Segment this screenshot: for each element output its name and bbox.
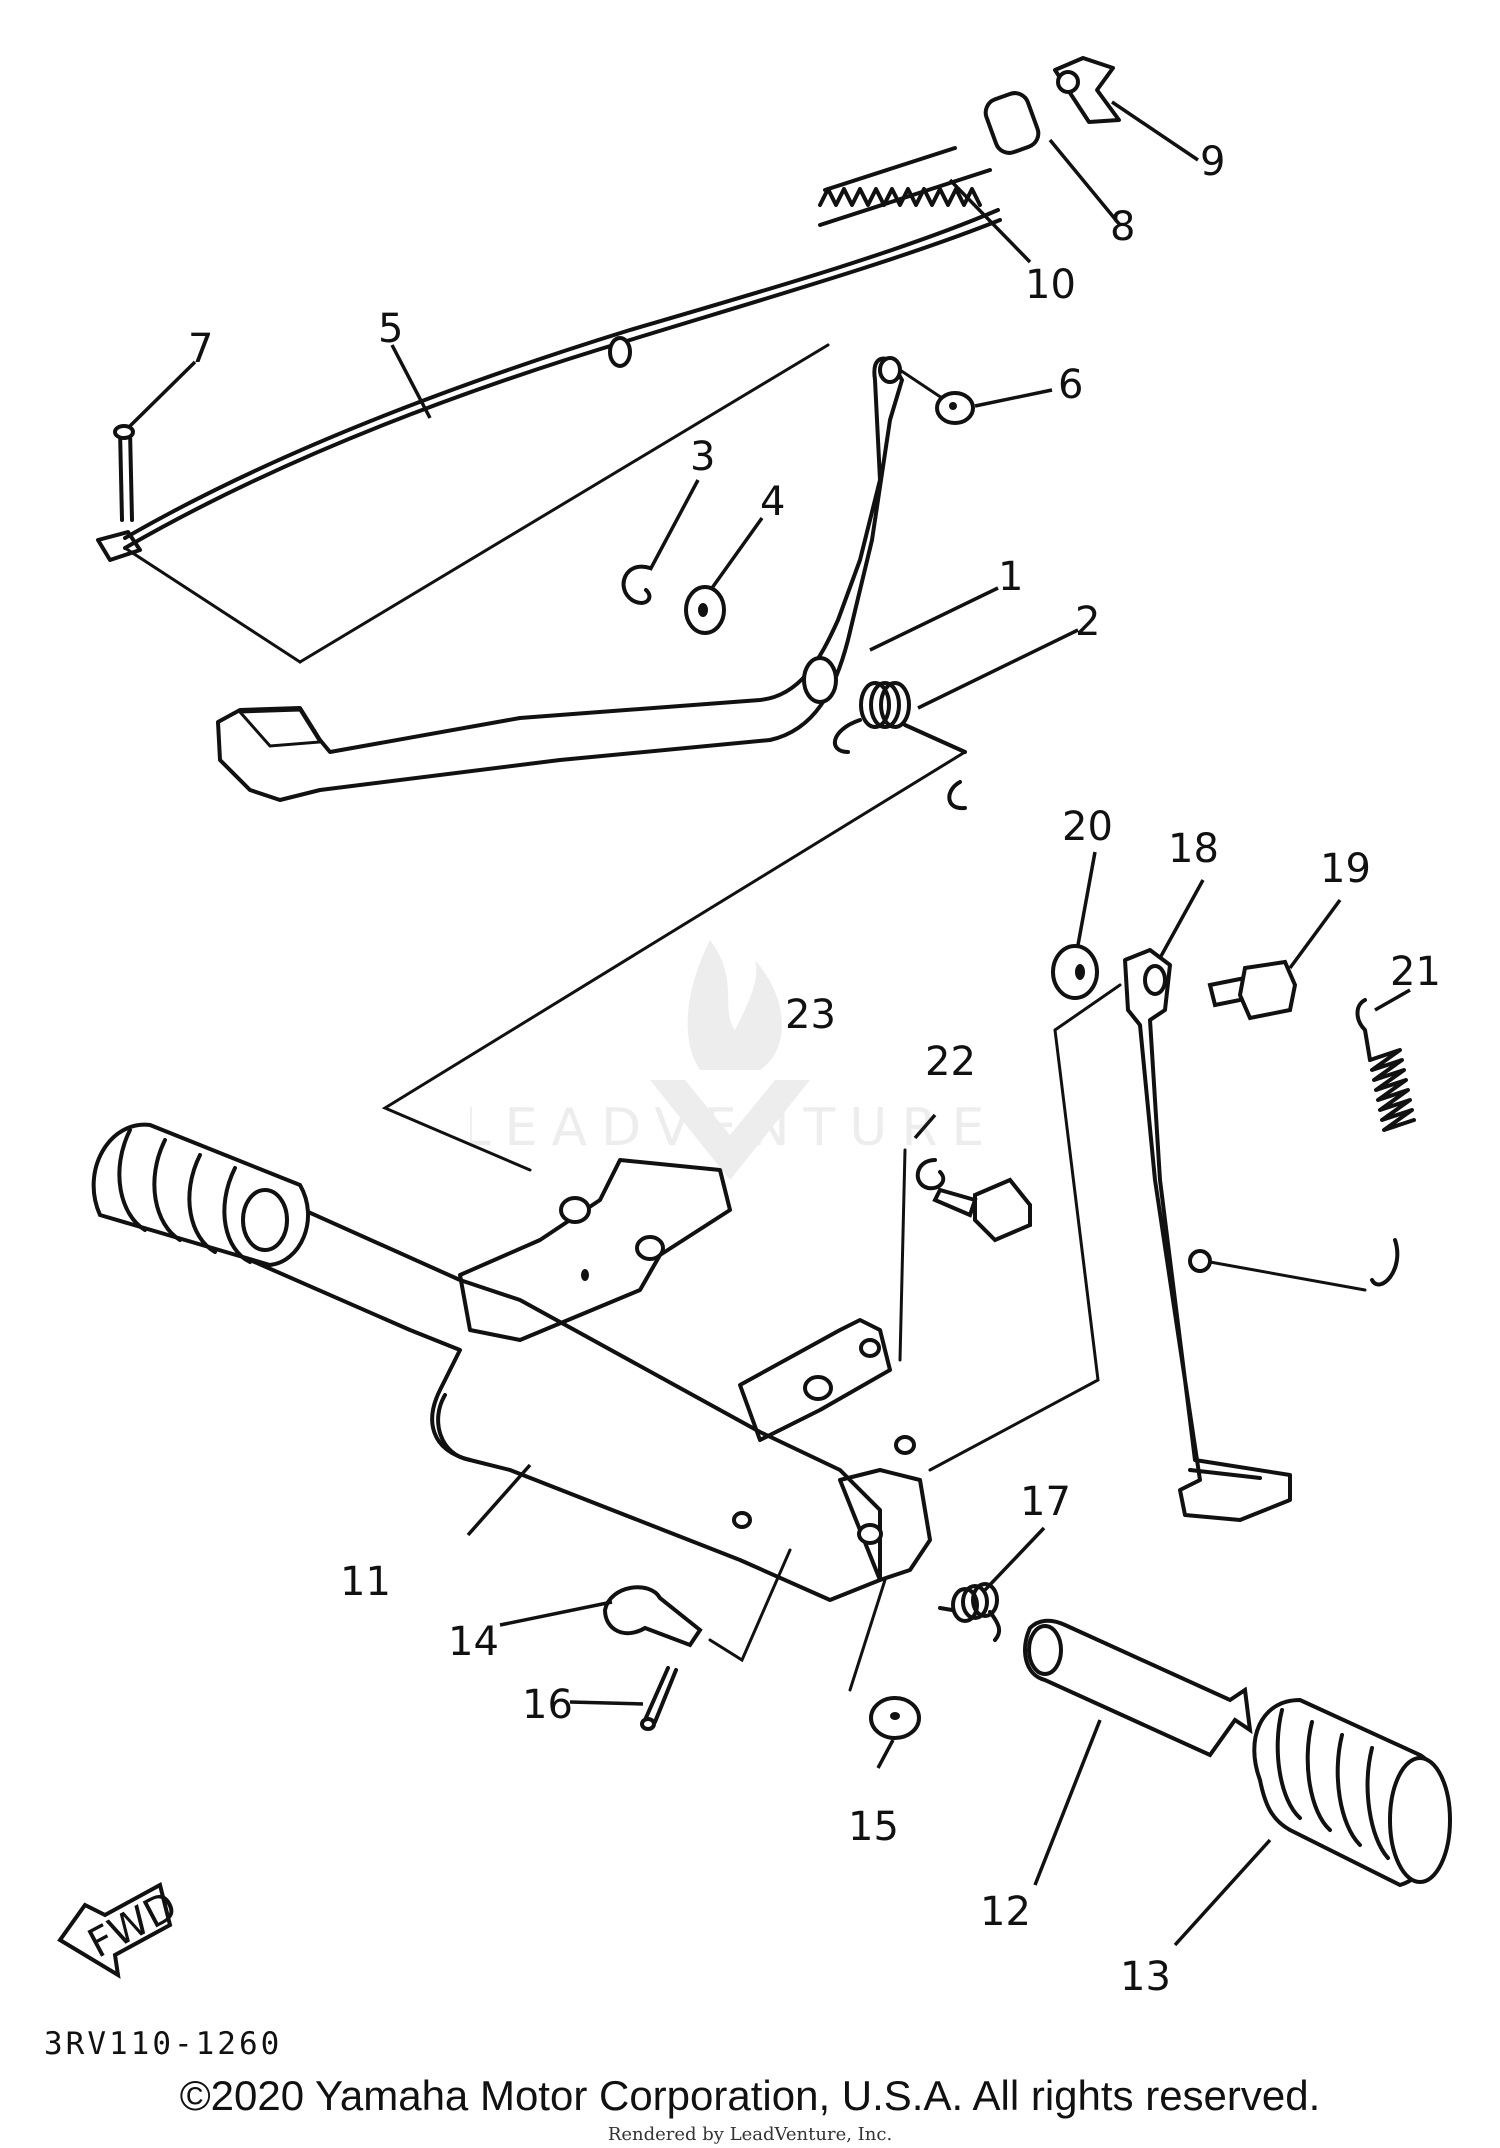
callout-labels: 1 2 3 4 5 6 7 8 9 10 11 12 13 14 15 16 1… xyxy=(188,139,1441,2000)
part-21-stand-spring xyxy=(1355,998,1416,1287)
part-5-brake-rod xyxy=(96,208,1002,562)
callout-10: 10 xyxy=(1025,262,1076,308)
copyright-notice: ©2020 Yamaha Motor Corporation, U.S.A. A… xyxy=(179,2072,1321,2119)
part-17-spring xyxy=(938,1582,1002,1642)
part-13-footrest-rubber xyxy=(1252,1697,1452,1888)
assembly-line-14 xyxy=(708,1548,792,1663)
flame-logo-icon xyxy=(687,940,782,1070)
part-18-sidestand xyxy=(1123,948,1292,1522)
callout-15: 15 xyxy=(848,1804,899,1850)
leadventure-watermark: LEADVENTURE xyxy=(470,940,990,1180)
assembly-line-rod-pedal xyxy=(123,546,302,664)
callout-16: 16 xyxy=(522,1682,573,1728)
exploded-parts-diagram: FWD 1 xyxy=(57,56,1452,2000)
part-12-footrest-tube xyxy=(1023,1618,1253,1758)
fwd-arrow-icon: FWD xyxy=(57,1882,185,1979)
callout-4: 4 xyxy=(760,479,785,525)
watermark-text: LEADVENTURE xyxy=(470,1098,990,1158)
assembly-line-pin-6 xyxy=(898,368,947,402)
part-22-bolt xyxy=(932,1177,1032,1243)
assembly-line-18-top xyxy=(1053,983,1122,1032)
callout-6: 6 xyxy=(1058,362,1083,408)
callout-20: 20 xyxy=(1062,804,1113,850)
callout-23: 23 xyxy=(785,992,836,1038)
assembly-line-23 xyxy=(381,750,967,1172)
part-4-washer xyxy=(684,585,726,635)
part-20-collar xyxy=(1051,944,1099,1000)
part-16-cotter-pin xyxy=(640,1666,678,1731)
callout-19: 19 xyxy=(1320,846,1371,892)
leader-lines xyxy=(126,100,1411,1947)
part-9-wing-nut xyxy=(1053,56,1121,124)
callout-12: 12 xyxy=(980,1889,1031,1935)
assembly-line-15 xyxy=(848,1578,887,1692)
callout-13: 13 xyxy=(1120,1954,1171,2000)
left-footrest-rubber xyxy=(91,1122,311,1268)
callout-17: 17 xyxy=(1020,1479,1071,1525)
callout-22: 22 xyxy=(925,1039,976,1085)
part-8-joint xyxy=(983,91,1041,155)
callout-7: 7 xyxy=(188,326,213,372)
part-19-bolt xyxy=(1207,959,1298,1021)
assembly-line-18 xyxy=(928,1028,1100,1472)
diagram-code: 3RV110-1260 xyxy=(44,2026,283,2062)
part-14-pin xyxy=(602,1585,703,1648)
callout-14: 14 xyxy=(448,1619,499,1665)
v-logo-icon xyxy=(650,1080,810,1180)
callout-5: 5 xyxy=(378,306,403,352)
part-11-footrest-bar xyxy=(246,1158,932,1602)
assembly-line-21 xyxy=(1208,1260,1367,1292)
callout-3: 3 xyxy=(690,434,715,480)
assembly-line-pedal-axis xyxy=(298,343,830,664)
rendered-by-notice: Rendered by LeadVenture, Inc. xyxy=(607,2124,893,2145)
callout-9: 9 xyxy=(1200,139,1225,185)
callout-8: 8 xyxy=(1110,204,1135,250)
part-2-return-spring xyxy=(832,681,967,811)
part-15-washer xyxy=(869,1696,921,1740)
part-7-cotter-pin xyxy=(113,424,135,522)
callout-11: 11 xyxy=(340,1559,391,1605)
callout-21: 21 xyxy=(1390,949,1441,995)
part-1-brake-pedal xyxy=(216,356,904,802)
part-3-circlip xyxy=(621,564,652,605)
fwd-label: FWD xyxy=(81,1883,185,1967)
part-10-rod-spring xyxy=(818,146,992,227)
callout-1: 1 xyxy=(998,554,1023,600)
callout-18: 18 xyxy=(1168,826,1219,872)
callout-2: 2 xyxy=(1075,599,1100,645)
part-6-washer xyxy=(935,391,975,425)
part-22-clip xyxy=(915,1158,946,1191)
assembly-line-22 xyxy=(898,1148,907,1362)
